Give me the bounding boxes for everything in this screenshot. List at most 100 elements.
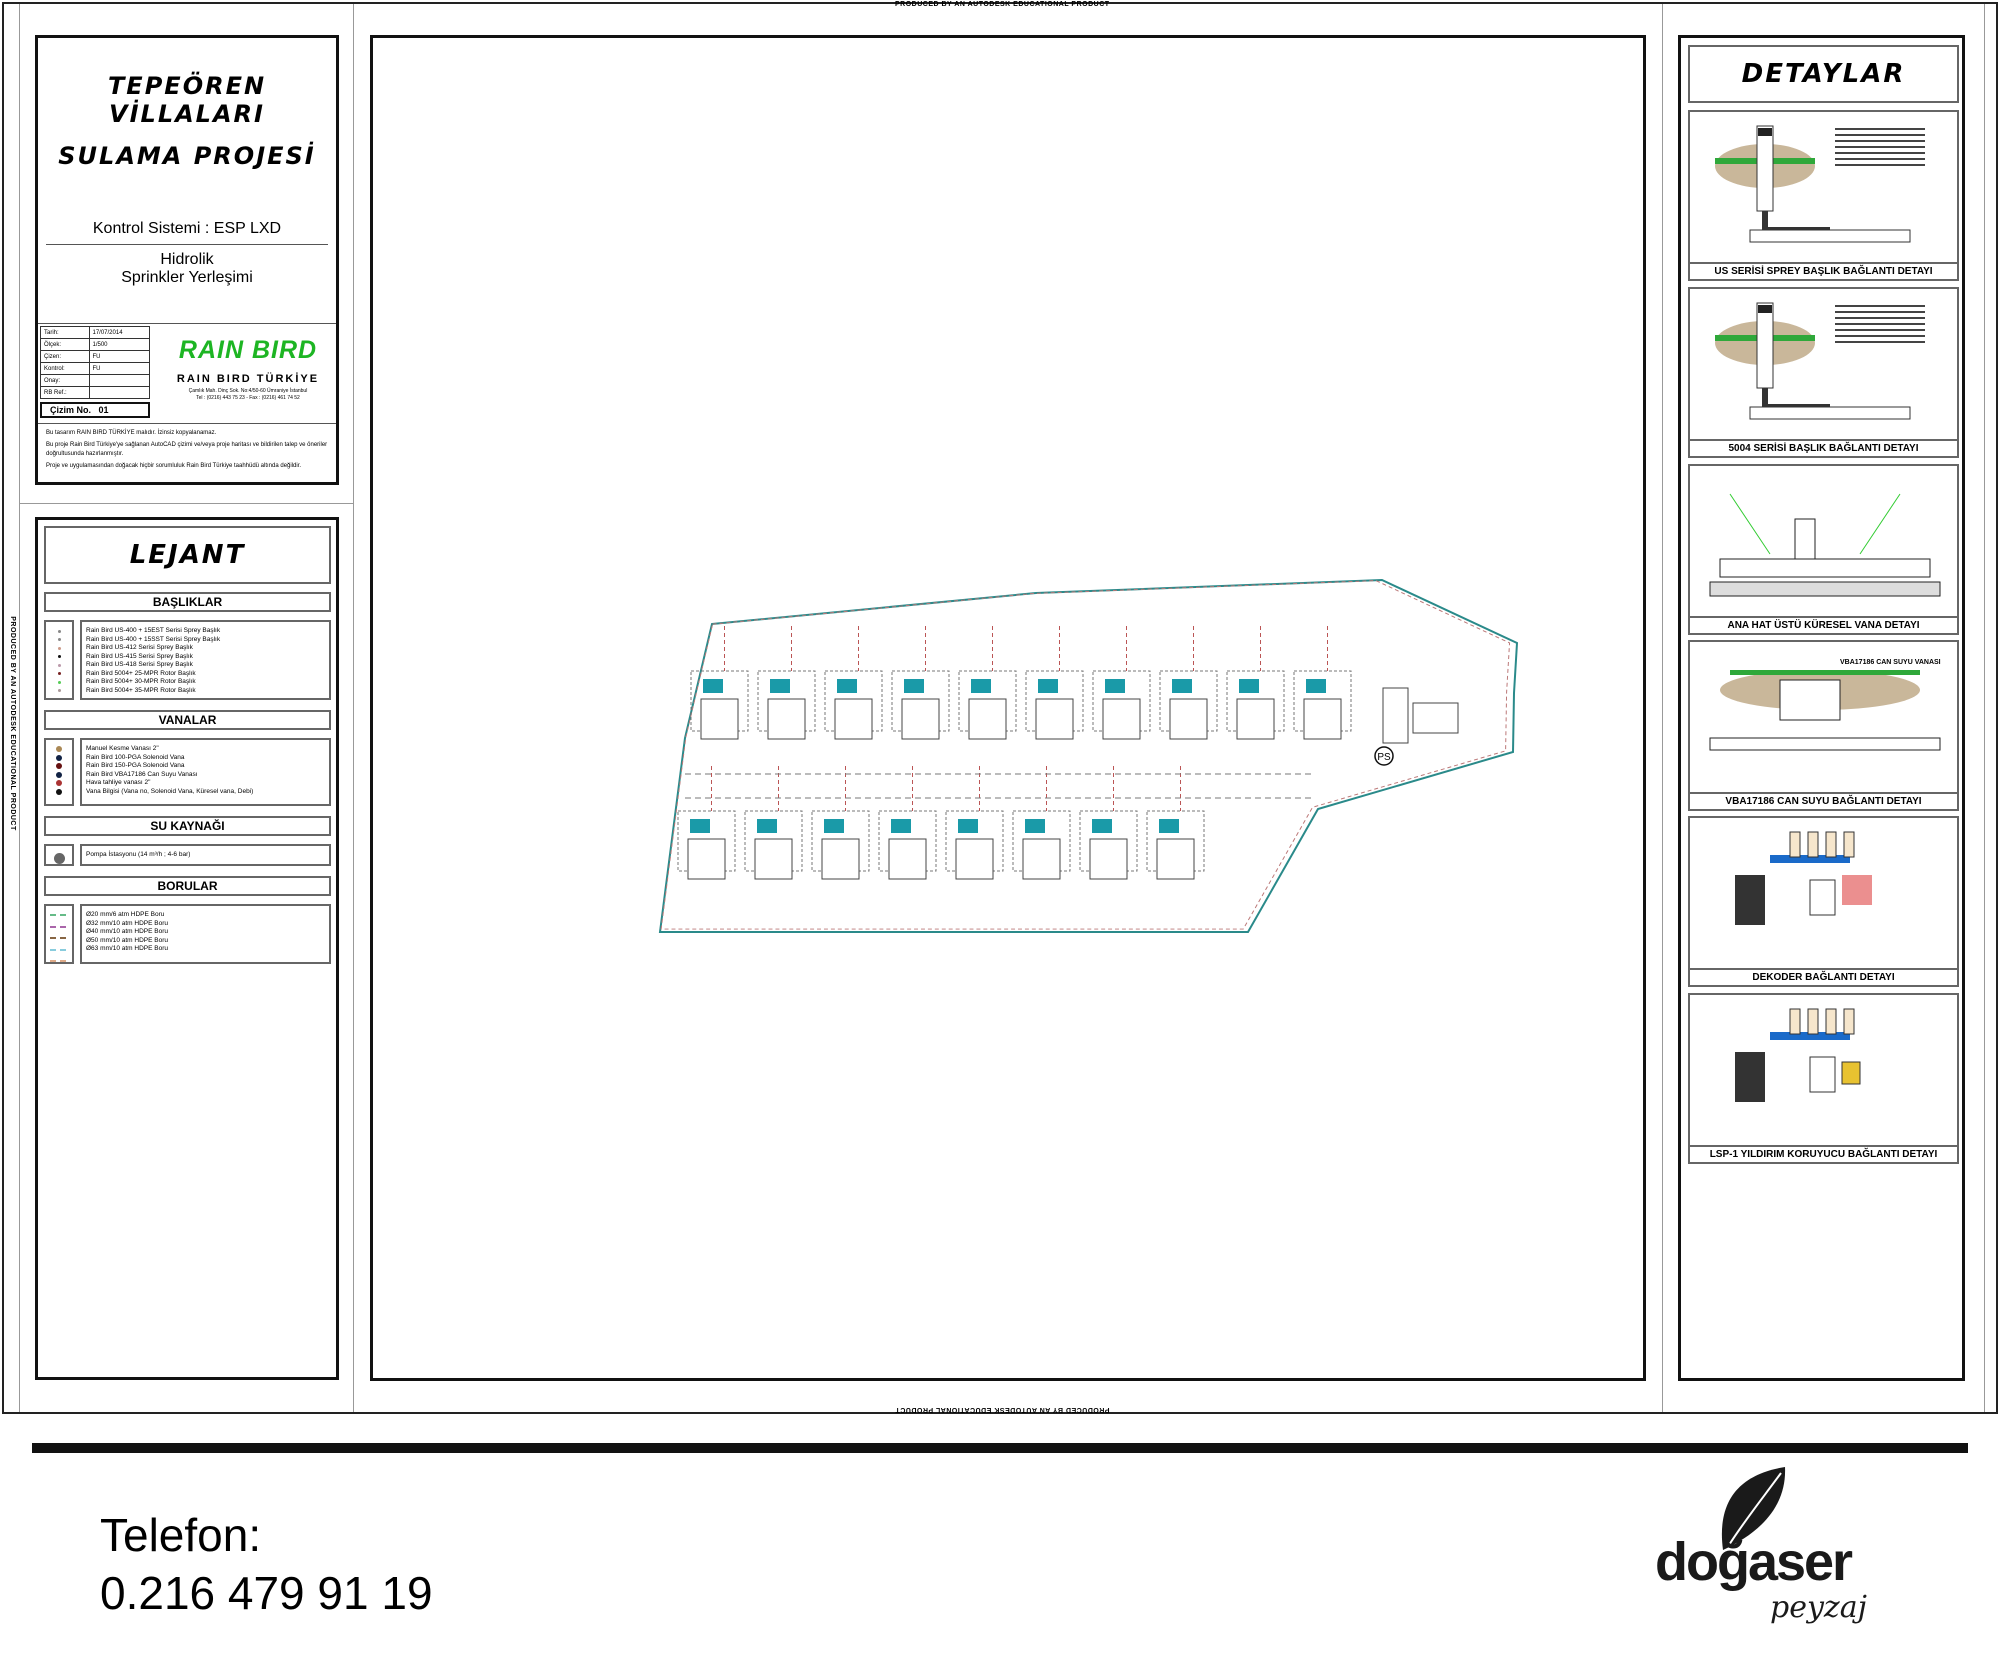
valve-detail-drawing bbox=[1709, 493, 1941, 597]
sprinkler-detail-drawing bbox=[1715, 302, 1925, 420]
pool bbox=[1172, 679, 1192, 693]
legend-symbol-icon bbox=[46, 754, 72, 763]
details-title-box: DETAYLAR bbox=[1688, 45, 1959, 103]
legend-item: Rain Bird VBA17186 Can Suyu Vanası bbox=[86, 770, 198, 778]
detail-caption: ANA HAT ÜSTÜ KÜRESEL VANA DETAYI bbox=[1690, 616, 1957, 633]
pipe-symbol bbox=[50, 937, 66, 946]
pool bbox=[770, 679, 790, 693]
legend-item: Ø40 mm/10 atm HDPE Boru bbox=[86, 928, 168, 935]
detail-cell: DEKODER BAĞLANTI DETAYI bbox=[1688, 816, 1959, 987]
detail-caption: DEKODER BAĞLANTI DETAYI bbox=[1690, 968, 1957, 985]
villa-building bbox=[700, 698, 739, 740]
decoder-drawing bbox=[1735, 831, 1872, 925]
legend-symbol-icon bbox=[46, 762, 72, 771]
pool bbox=[958, 819, 978, 833]
pool bbox=[824, 819, 844, 833]
quick-coupler-drawing: VBA17186 CAN SUYU VANASI bbox=[1709, 659, 1941, 751]
pool bbox=[971, 679, 991, 693]
detail-caption: VBA17186 CAN SUYU BAĞLANTI DETAYI bbox=[1690, 792, 1957, 809]
footer-bar bbox=[32, 1443, 1968, 1453]
villa-building bbox=[754, 838, 793, 880]
details-panel: DETAYLAR US SERİSİ SPREY BAŞLIK BAĞLANTI… bbox=[1678, 35, 1965, 1381]
legend-symbol-icon bbox=[46, 636, 72, 645]
villa-building bbox=[1035, 698, 1074, 740]
villa-building bbox=[834, 698, 873, 740]
legend-item: Rain Bird 5004+ 25-MPR Rotor Başlık bbox=[86, 669, 196, 677]
villa-building bbox=[687, 838, 726, 880]
legend-item: Rain Bird US-400 + 15SST Serisi Sprey Ba… bbox=[86, 635, 221, 643]
villa-building bbox=[1156, 838, 1195, 880]
pool bbox=[690, 819, 710, 833]
legend-symbol-icon bbox=[46, 627, 72, 636]
legend-item: Rain Bird 100-PGA Solenoid Vana bbox=[86, 753, 185, 761]
villa-building bbox=[901, 698, 940, 740]
brand-phone: Tel : (0216) 443 75 23 - Fax : (0216) 46… bbox=[196, 395, 300, 401]
right-column bbox=[1662, 4, 1985, 1412]
legend-symbol-icon bbox=[46, 851, 72, 865]
legend-title: LEJANT bbox=[129, 540, 246, 570]
legend-symbol-icon bbox=[46, 745, 72, 754]
detail-cell: US SERİSİ SPREY BAŞLIK BAĞLANTI DETAYI bbox=[1688, 110, 1959, 281]
details-title: DETAYLAR bbox=[1741, 59, 1906, 89]
pool bbox=[1092, 819, 1112, 833]
legend-item: Rain Bird 5004+ 35-MPR Rotor Başlık bbox=[86, 686, 196, 694]
legend-item: Pompa İstasyonu (14 m³/h ; 4-6 bar) bbox=[86, 851, 191, 858]
pipe-symbol bbox=[50, 914, 66, 923]
project-subtitle: SULAMA PROJESİ bbox=[58, 142, 316, 170]
pool bbox=[1105, 679, 1125, 693]
legend-item: Rain Bird US-400 + 15EST Serisi Sprey Ba… bbox=[86, 627, 221, 634]
legend-symbol-icon bbox=[46, 644, 72, 653]
leaf-icon bbox=[1721, 1467, 1786, 1550]
legend-item: Ø50 mm/10 atm HDPE Boru bbox=[86, 936, 168, 944]
legend-symbol-icon bbox=[46, 653, 72, 662]
brand-name: RAIN BIRD TÜRKİYE bbox=[176, 373, 320, 385]
brand-address: Çamlık Mah. Dinç Sok. No:4/50-60 Ümraniy… bbox=[188, 388, 308, 394]
detail-cell: LSP-1 YILDIRIM KORUYUCU BAĞLANTI DETAYI bbox=[1688, 993, 1959, 1164]
legend-item: Hava tahliye vanası 2" bbox=[86, 779, 151, 786]
project-title: TEPEÖREN VİLLALARI bbox=[107, 72, 267, 128]
drawing-number: Çizim No. 01 bbox=[40, 402, 150, 418]
villa-building bbox=[968, 698, 1007, 740]
legend-item: Rain Bird US-418 Serisi Sprey Başlık bbox=[86, 661, 193, 668]
villa-building bbox=[1236, 698, 1275, 740]
legend-item: Vana Bilgisi (Vana no, Solenoid Vana, Kü… bbox=[86, 787, 254, 795]
legend-symbol-icon bbox=[46, 670, 72, 679]
meta-table: Tarih:17/07/2014 Ölçek:1/500 Çizen:FU Ko… bbox=[40, 326, 150, 399]
phone-label: Telefon: bbox=[100, 1509, 262, 1561]
detail-cell: VBA17186 CAN SUYU VANASI VBA17186 CAN SUY… bbox=[1688, 640, 1959, 811]
legend-section-title: SU KAYNAĞI bbox=[44, 816, 331, 836]
pool bbox=[703, 679, 723, 693]
villa-building bbox=[888, 838, 927, 880]
phone-number: 0.216 479 91 19 bbox=[100, 1567, 433, 1619]
pool bbox=[1025, 819, 1045, 833]
legend-symbol-icon bbox=[46, 771, 72, 780]
pool bbox=[1038, 679, 1058, 693]
decoder-drawing bbox=[1735, 1008, 1861, 1102]
watermark-left: PRODUCED BY AN AUTODESK EDUCATIONAL PROD… bbox=[8, 616, 16, 831]
sprinkler-detail-drawing bbox=[1715, 125, 1925, 243]
pump-station-label: PS bbox=[1377, 752, 1391, 763]
legend-item: Ø32 mm/10 atm HDPE Boru bbox=[86, 919, 168, 927]
legend-item: Manuel Kesme Vanası 2" bbox=[86, 745, 159, 752]
site-plan-viewport: PS bbox=[370, 35, 1646, 1381]
watermark-top: PRODUCED BY AN AUTODESK EDUCATIONAL PROD… bbox=[895, 1, 1110, 8]
pool bbox=[1159, 819, 1179, 833]
legend-symbol-icon bbox=[46, 687, 72, 696]
legend-symbol-icon bbox=[46, 779, 72, 788]
legend-section-title: VANALAR bbox=[44, 710, 331, 730]
legend-symbol-icon bbox=[46, 661, 72, 670]
villa-building bbox=[1102, 698, 1141, 740]
detail-caption: LSP-1 YILDIRIM KORUYUCU BAĞLANTI DETAYI bbox=[1690, 1145, 1957, 1162]
dogaser-logo: doğaser peyzaj bbox=[1655, 1465, 1885, 1640]
logo-sub: peyzaj bbox=[1770, 1590, 1867, 1625]
logo-main: doğaser bbox=[1655, 1532, 1853, 1592]
site-plan: PS bbox=[658, 578, 1519, 933]
legend-symbol-icon bbox=[46, 788, 72, 797]
pipe-symbol bbox=[50, 960, 66, 969]
legend-panel: LEJANT BAŞLIKLAR Rain Bird US-400 + 15EST… bbox=[35, 517, 339, 1380]
pipe-symbol bbox=[50, 948, 66, 958]
legend-item: Ø20 mm/6 atm HDPE Boru bbox=[86, 911, 165, 918]
villa-building bbox=[1022, 838, 1061, 880]
left-divider bbox=[19, 503, 354, 504]
legend-section-title: BAŞLIKLAR bbox=[44, 592, 331, 612]
